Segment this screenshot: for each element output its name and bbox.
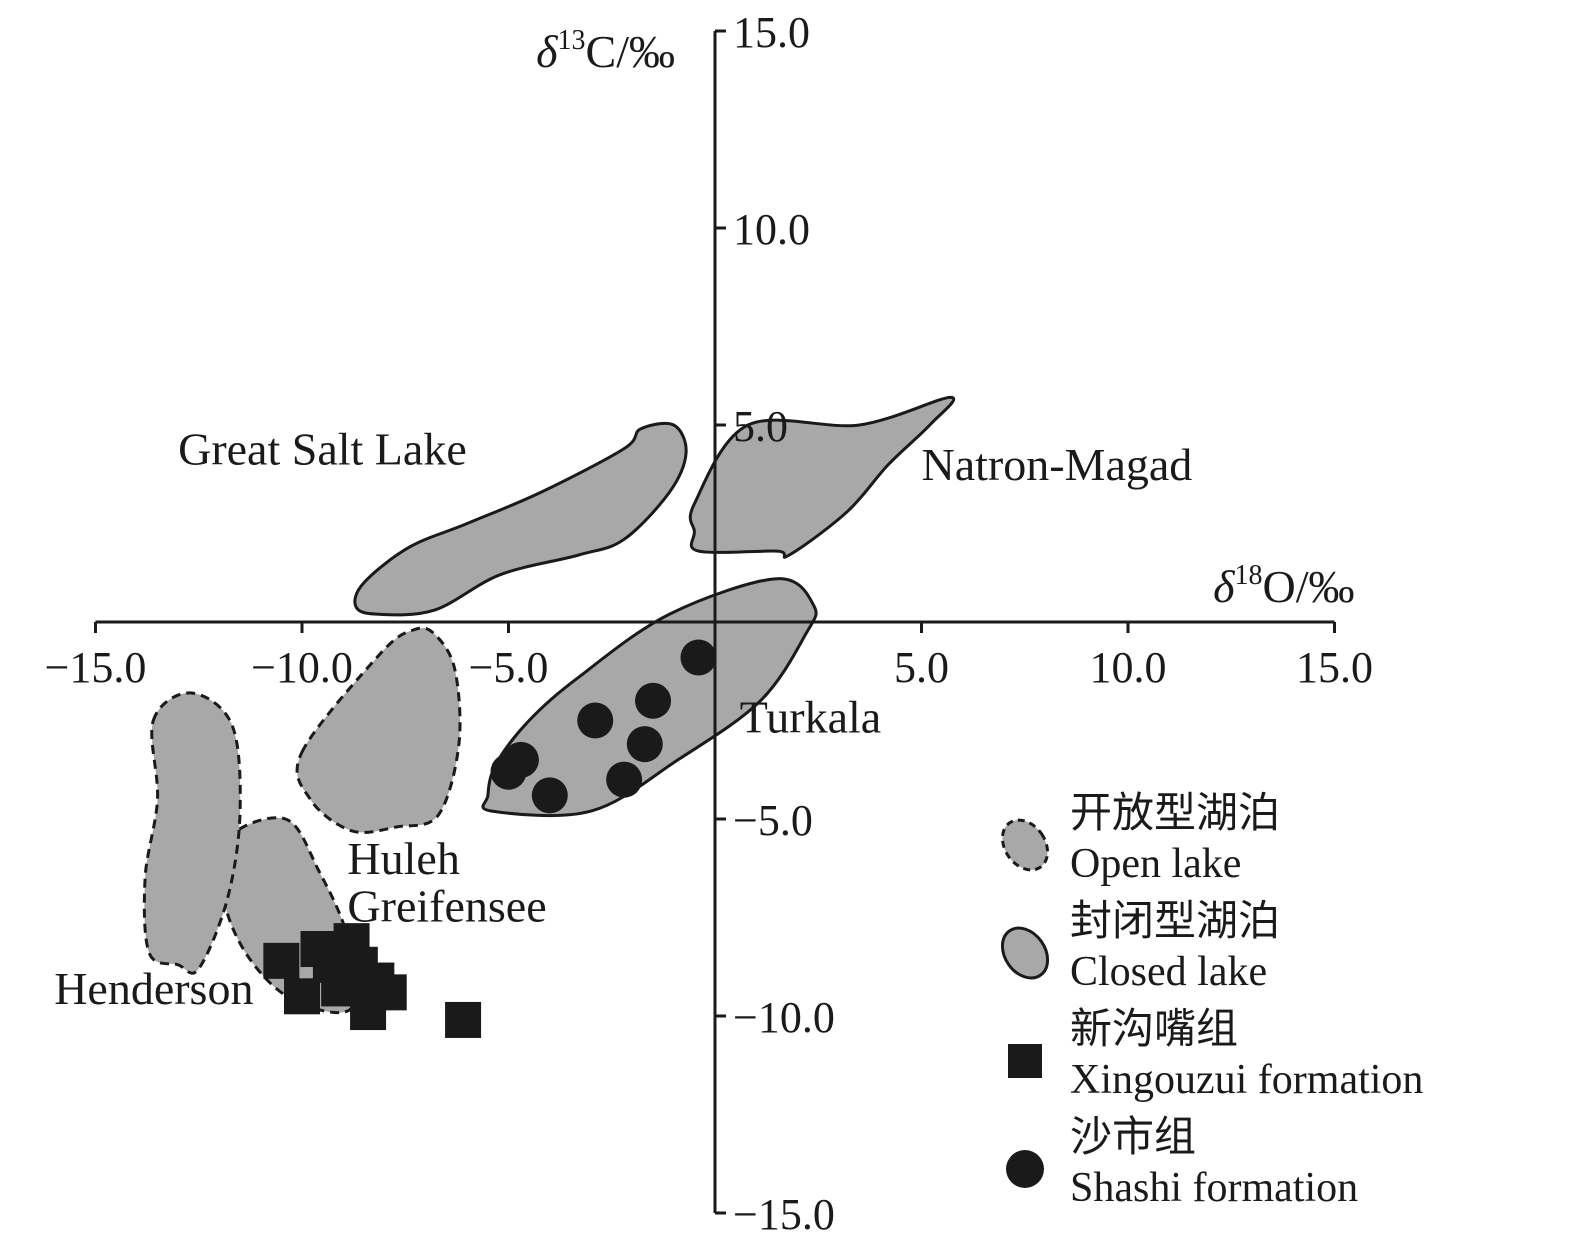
x-axis-title-sup: 18 xyxy=(1235,560,1263,591)
x-tick-label: −10.0 xyxy=(251,643,353,692)
x-tick-label: 15.0 xyxy=(1296,643,1373,692)
y-axis-title-prefix: δ xyxy=(536,26,558,77)
region-labels: Great Salt Lake Natron-MagadTurkalaHulehG… xyxy=(54,423,1192,1014)
legend-label-cn: 封闭型湖泊 xyxy=(1070,899,1280,945)
shashi-circle-point xyxy=(635,682,672,719)
x-axis-title-prefix: δ xyxy=(1213,561,1235,612)
x-tick-label: 5.0 xyxy=(894,643,949,692)
region-label: Turkala xyxy=(740,691,881,742)
x-tick-label: −5.0 xyxy=(469,643,549,692)
legend-label-cn: 新沟嘴组 xyxy=(1070,1007,1238,1053)
y-tick-label: 10.0 xyxy=(733,205,810,254)
data-points xyxy=(263,639,717,1038)
y-axis-title-sup: 13 xyxy=(558,25,586,56)
x-tick-label: 10.0 xyxy=(1090,643,1167,692)
x-axis-title: δ18O/‰ xyxy=(1213,560,1354,612)
region-label: Greifensee xyxy=(347,880,546,931)
x-axis-ticks: −15.0 −10.0 −5.0 5.0 10.0 15.0 xyxy=(45,622,1373,692)
shashi-circle-point xyxy=(680,639,717,676)
legend-label-cn: 开放型湖泊 xyxy=(1070,791,1280,837)
shashi-circle-point xyxy=(490,753,527,790)
y-axis-title-suffix: C/‰ xyxy=(586,26,675,77)
shashi-circle-point xyxy=(606,761,643,798)
shashi-circle-point xyxy=(531,777,568,814)
shashi-circle-point xyxy=(626,726,663,763)
axes: −15.0 −10.0 −5.0 5.0 10.0 15.0 15.0 10.0 5.0 −5.… xyxy=(45,8,1373,1239)
y-tick-label: −5.0 xyxy=(733,796,813,845)
y-axis-ticks: 15.0 10.0 5.0 −5.0 −10.0 −15.0 xyxy=(715,8,835,1239)
region-label: Great Salt Lake xyxy=(178,423,467,474)
region-great-salt-lake xyxy=(353,421,688,617)
legend-symbol-circle xyxy=(1006,1150,1044,1188)
xingouzui-square-point xyxy=(445,1001,482,1038)
x-tick-label: −15.0 xyxy=(45,643,147,692)
legend-symbol-square xyxy=(1008,1044,1042,1078)
region-huleh xyxy=(295,626,462,834)
y-axis-title: δ13C/‰ xyxy=(536,25,675,77)
shashi-circle-point xyxy=(577,702,614,739)
y-tick-label: −15.0 xyxy=(733,1190,835,1239)
region-natron-magad xyxy=(688,395,956,559)
x-axis-title-suffix: O/‰ xyxy=(1263,561,1355,612)
legend-symbol-closed-region xyxy=(1000,926,1050,980)
y-tick-label: 15.0 xyxy=(733,8,810,57)
xingouzui-square-point xyxy=(350,994,387,1031)
region-henderson xyxy=(142,691,242,975)
region-label: Natron-Magad xyxy=(922,439,1193,490)
legend-label-en: Xingouzui formation xyxy=(1070,1057,1423,1103)
region-label: Huleh xyxy=(347,833,459,884)
xingouzui-square-point xyxy=(263,942,300,979)
legend-label-cn: 沙市组 xyxy=(1070,1114,1196,1161)
legend-label-en: Closed lake xyxy=(1070,949,1267,995)
legend-symbol-open-region xyxy=(1000,818,1050,872)
region-label: Henderson xyxy=(54,963,253,1014)
legend-label-en: Shashi formation xyxy=(1070,1165,1358,1211)
xingouzui-square-point xyxy=(284,978,320,1015)
y-tick-label: 5.0 xyxy=(733,402,788,451)
y-tick-label: −10.0 xyxy=(733,993,835,1042)
legend-label-en: Open lake xyxy=(1070,841,1241,887)
